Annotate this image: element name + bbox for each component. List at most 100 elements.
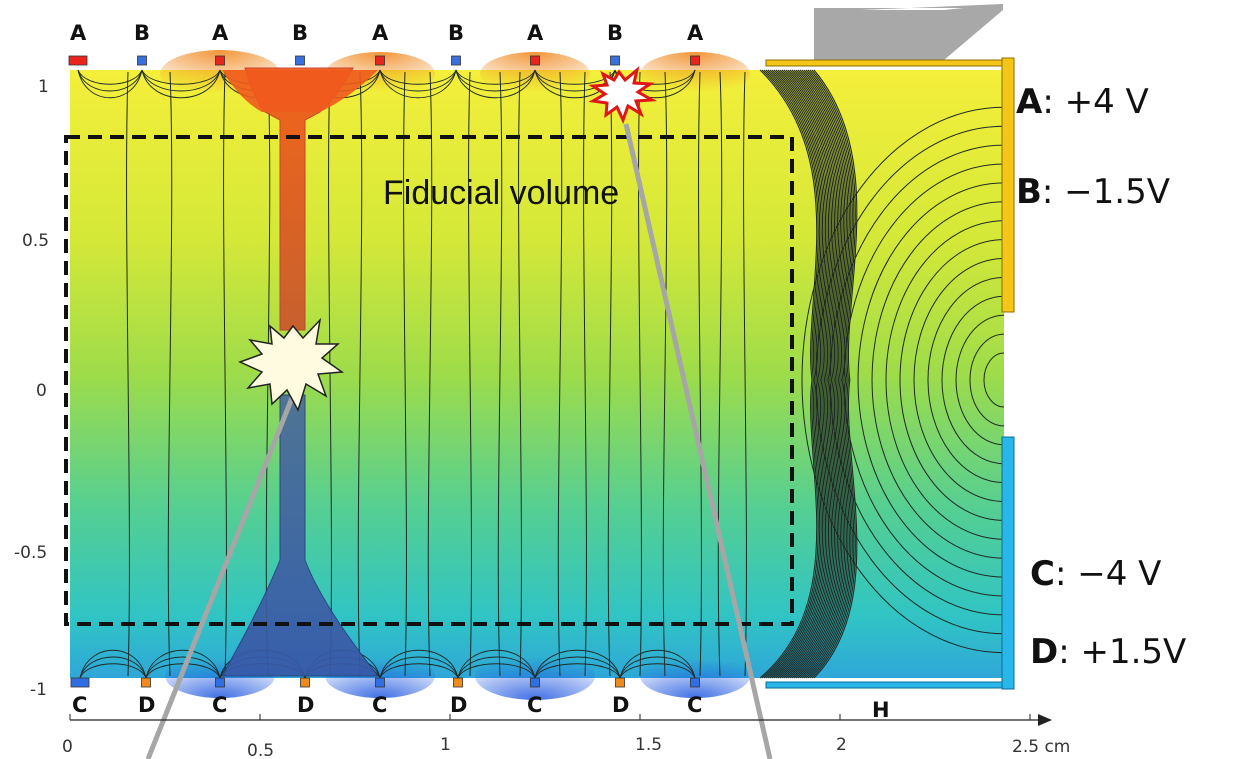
field-arc-bottom-5-3 (379, 649, 459, 679)
top-electrode-label-2: B (134, 21, 150, 45)
field-ring-13 (815, 125, 1005, 635)
top-electrode-3 (215, 55, 225, 66)
field-band-10 (777, 69, 831, 679)
bottom-electrode-6 (453, 677, 463, 688)
field-line-vertical-9 (468, 71, 472, 677)
top-electrode-label-1: A (70, 21, 87, 45)
field-arc-top-5-2 (379, 69, 457, 92)
bottom-electrode-5 (375, 677, 385, 688)
bottom-electrode-label-6: D (450, 693, 467, 717)
field-arc-bottom-7-2 (534, 656, 621, 679)
field-line-vertical-2 (167, 71, 173, 677)
field-band-13 (783, 69, 836, 679)
field-line-vertical-18 (717, 71, 723, 677)
top-electrode-label-5: A (372, 21, 389, 45)
field-band-20 (797, 69, 846, 679)
x-axis-ticks (69, 714, 1031, 720)
field-line-vertical-7 (403, 71, 407, 677)
top-electrode-1 (68, 55, 88, 66)
field-arc-bottom-8-3 (619, 649, 696, 679)
field-arc-top-5-1 (379, 69, 457, 85)
field-band-9 (775, 69, 830, 679)
bottom-electrode-4 (300, 677, 310, 688)
field-band-23 (803, 69, 850, 679)
bottom-electrode-7 (530, 677, 540, 688)
x-tick-5: 2.5 cm (1012, 737, 1070, 757)
field-arc-bottom-8-1 (619, 663, 696, 679)
top-electrode-9 (690, 55, 700, 66)
field-arc-top-1-1 (77, 69, 143, 85)
field-lines (77, 69, 1005, 679)
field-ring-14 (801, 106, 1005, 654)
field-arc-top-2-2 (141, 69, 221, 92)
field-arc-top-7-1 (534, 69, 616, 85)
y-tick-1: 1 (38, 77, 49, 97)
drift-region-down (221, 394, 380, 677)
field-band-18 (793, 69, 843, 679)
field-arc-top-1-3 (77, 69, 143, 99)
top-electrode-8 (610, 55, 620, 66)
top-electrode-7 (530, 55, 540, 66)
field-arc-bottom-8-2 (619, 656, 696, 679)
bottom-electrode-label-4: D (297, 693, 314, 717)
field-arc-bottom-6-3 (457, 649, 536, 679)
field-line-vertical-10 (497, 71, 503, 677)
bottom-electrode-8 (615, 677, 625, 688)
top-electrode-6 (451, 55, 461, 66)
bottom-electrode-3 (215, 677, 225, 688)
legend-item-D: D: +1.5V (1030, 632, 1186, 672)
legend-value-A: : +4 V (1042, 82, 1149, 122)
legend-value-C: : −4 V (1054, 554, 1162, 594)
field-ring-12 (829, 144, 1005, 616)
field-arc-top-1-2 (77, 69, 143, 92)
field-band-16 (789, 69, 840, 679)
y-tick-neg-0-5: -0.5 (14, 543, 47, 563)
y-tick-0: 0 (36, 381, 47, 401)
field-arc-top-6-3 (455, 69, 536, 99)
top-electrode-2 (137, 55, 147, 66)
bottom-electrode-label-3: C (212, 693, 227, 717)
fiducial-volume-label: Fiducial volume (383, 174, 619, 212)
top-electrode-4 (295, 55, 305, 66)
field-band-1 (759, 69, 818, 679)
field-arc-top-6-2 (455, 69, 536, 92)
track-left (145, 397, 295, 759)
field-band-7 (771, 69, 827, 679)
legend-value-D: : +1.5V (1058, 632, 1187, 672)
field-arc-top-2-1 (141, 69, 221, 85)
field-band-22 (801, 69, 849, 679)
field-line-vertical-11 (518, 71, 522, 677)
field-arc-top-6-1 (455, 69, 536, 85)
field-ring-6 (913, 258, 1005, 502)
field-band-6 (769, 69, 825, 679)
field-arc-bottom-7-1 (534, 663, 621, 679)
field-arc-bottom-6-2 (457, 656, 536, 679)
field-band-12 (781, 69, 834, 679)
legend-key-D: D (1030, 632, 1059, 672)
field-line-vertical-12 (557, 71, 563, 677)
field-line-vertical-19 (743, 71, 747, 677)
field-ring-9 (871, 201, 1005, 559)
field-line-vertical-6 (357, 71, 363, 677)
top-electrode-label-7: A (527, 21, 544, 45)
field-line-vertical-17 (698, 71, 702, 677)
field-band-28 (813, 69, 858, 679)
field-ring-3 (955, 314, 1005, 446)
field-ring-5 (927, 276, 1005, 484)
x-axis-arrow (1038, 714, 1052, 726)
field-band-25 (807, 69, 853, 679)
x-tick-4: 2 (836, 735, 847, 755)
field-ring-10 (857, 182, 1005, 578)
x-tick-1: 0.5 (247, 741, 274, 759)
bottom-electrode-9 (690, 677, 700, 688)
field-ring-11 (843, 163, 1005, 597)
top-plate-vertical (1001, 57, 1015, 313)
field-band-27 (811, 69, 856, 679)
top-electrode-label-4: B (292, 21, 308, 45)
field-line-vertical-13 (583, 71, 587, 677)
x-tick-0: 0 (62, 737, 73, 757)
field-line-vertical-15 (638, 71, 642, 677)
drift-region-up-neck (222, 70, 378, 112)
